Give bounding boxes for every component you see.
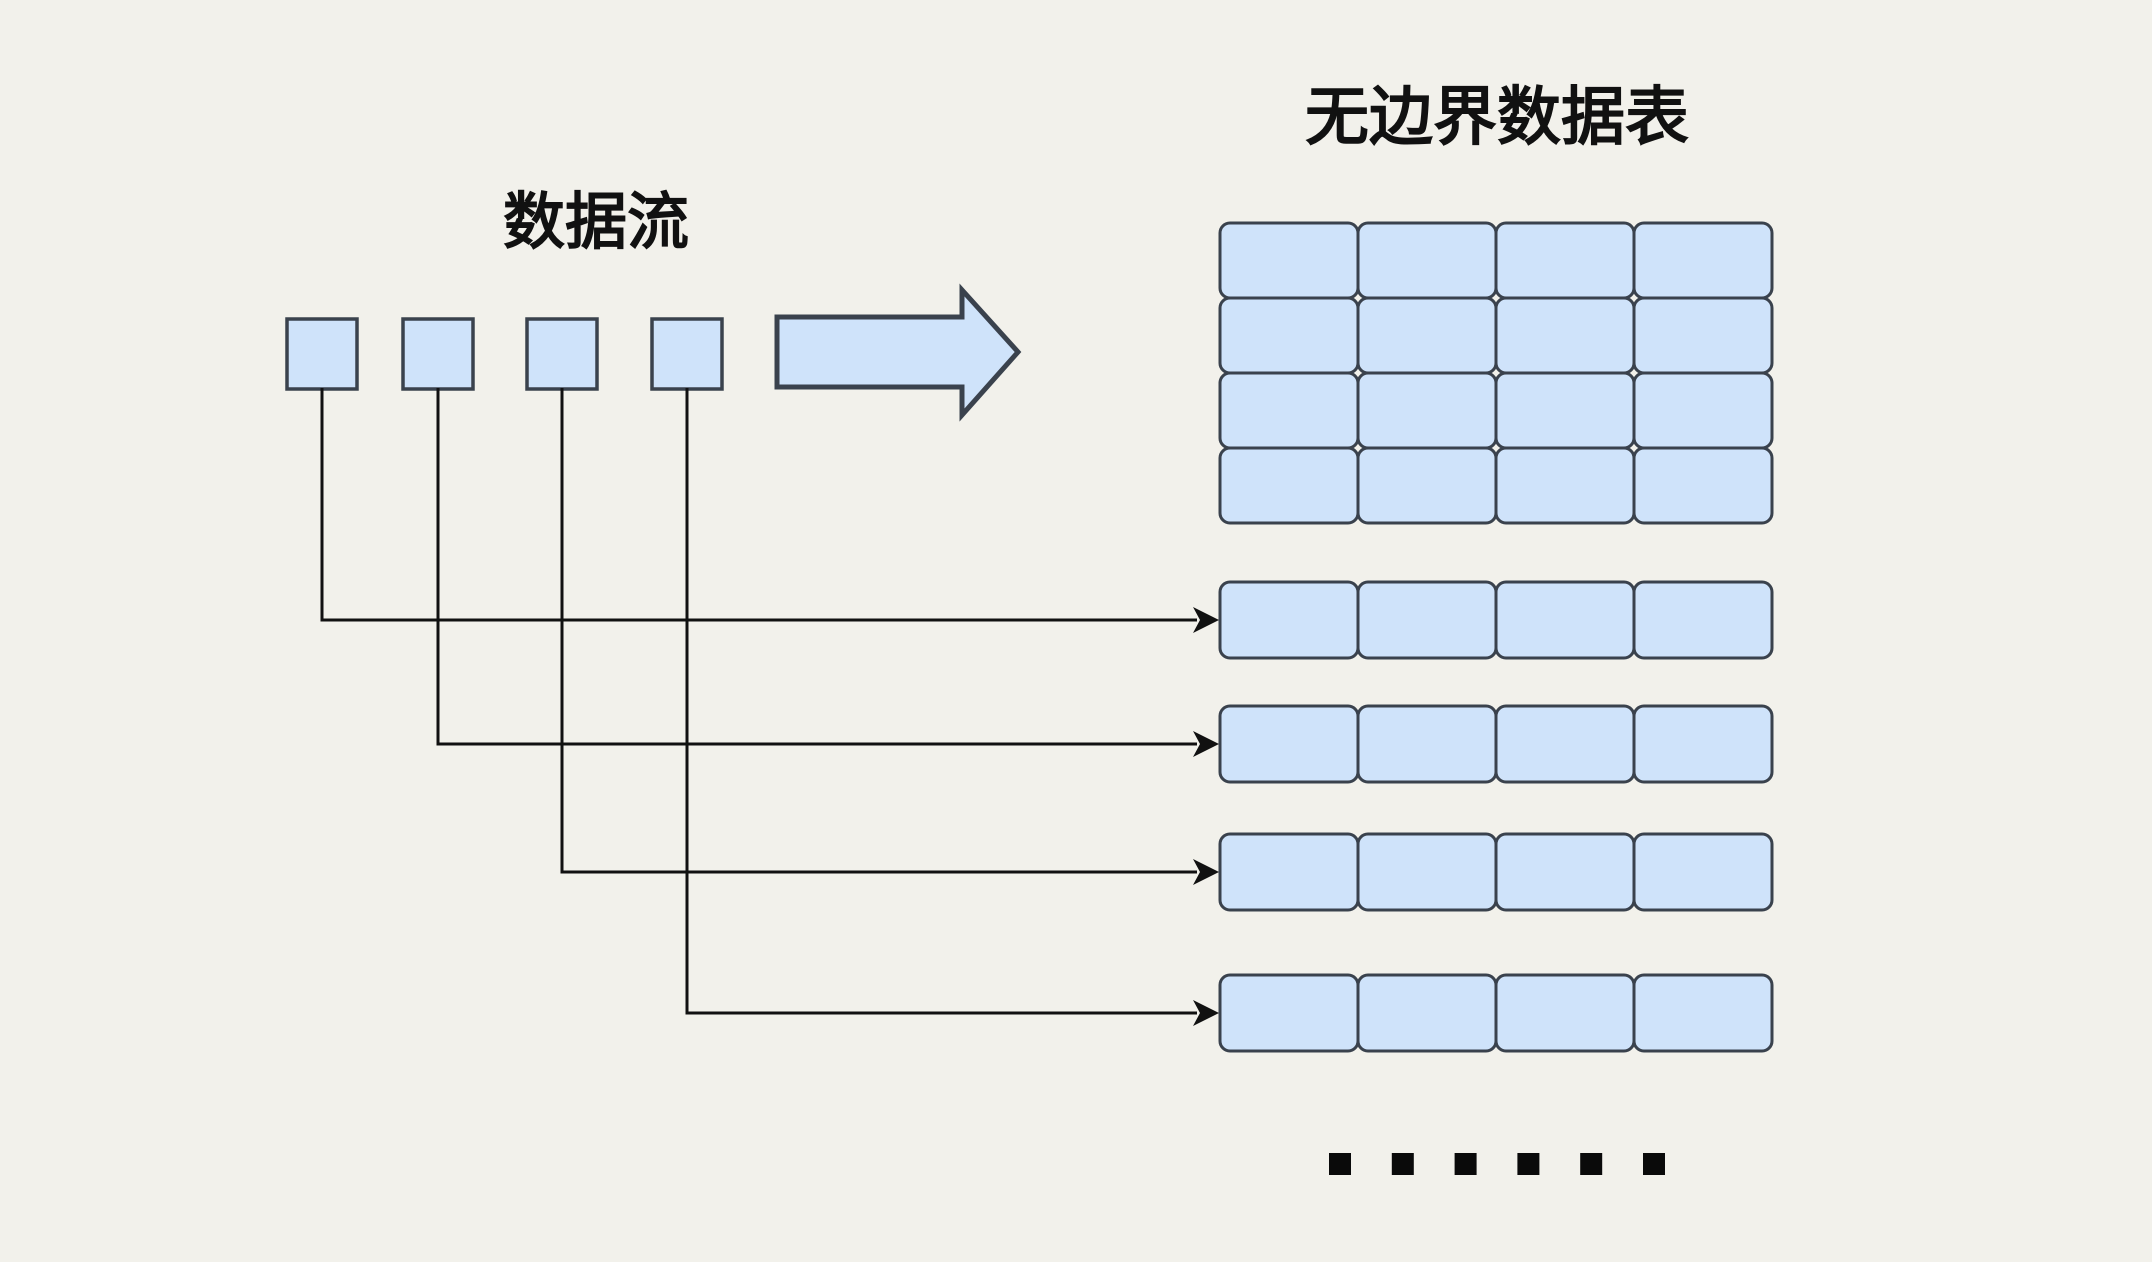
partition-cell [1494,973,1636,1053]
connector-arrowhead-icon [1193,607,1219,633]
table-cell [1356,446,1498,525]
table-cell [1494,296,1636,375]
table-cell [1632,296,1774,375]
table-cell [1218,371,1360,450]
table-cell [1356,221,1498,300]
partition-cell [1494,704,1636,784]
partition-cell [1218,832,1360,912]
partition-cell [1632,704,1774,784]
stream-square [285,317,359,391]
partition-cell [1632,580,1774,660]
table-cell [1632,446,1774,525]
unbounded-table-title: 无边界数据表 [1305,81,1689,153]
stream-square [525,317,599,391]
data-stream-label: 数据流 [503,188,689,257]
ellipsis-dot [1329,1153,1351,1175]
table-cell [1218,296,1360,375]
partition-cell [1356,580,1498,660]
ellipsis-dot [1517,1153,1540,1175]
connector-arrowhead-icon [1193,1000,1219,1026]
partition-cell [1356,704,1498,784]
partition-cell [1218,580,1360,660]
table-cell [1494,446,1636,525]
table-cell [1494,221,1636,300]
table-cell [1356,371,1498,450]
stream-squares [285,317,724,391]
partition-rows [1218,580,1774,1053]
ellipsis-dot [1454,1153,1477,1175]
ellipsis-dot [1580,1153,1603,1175]
unbounded-table-grid [1218,221,1774,525]
partition-cell [1356,832,1498,912]
partition-cell [1218,973,1360,1053]
connector-arrowhead-icon [1193,859,1219,885]
table-cell [1218,221,1360,300]
ellipsis-dot [1643,1153,1665,1175]
connector-line [320,388,1197,622]
partition-cell [1494,832,1636,912]
stream-square [401,317,475,391]
table-cell [1632,371,1774,450]
table-cell [1494,371,1636,450]
partition-cell [1494,580,1636,660]
table-cell [1356,296,1498,375]
flow-arrow-icon [774,283,1022,422]
partition-cell [1632,973,1774,1053]
partition-cell [1356,973,1498,1053]
table-cell [1632,221,1774,300]
connector-line [436,388,1197,746]
ellipsis-dots [1329,1153,1665,1175]
connector-line [560,388,1197,874]
connector-arrowhead-icon [1193,731,1219,757]
stream-square [650,317,724,391]
partition-cell [1632,832,1774,912]
connector-lines [320,388,1219,1026]
partition-cell [1218,704,1360,784]
table-cell [1218,446,1360,525]
ellipsis-dot [1391,1153,1414,1175]
connector-line [685,388,1197,1015]
